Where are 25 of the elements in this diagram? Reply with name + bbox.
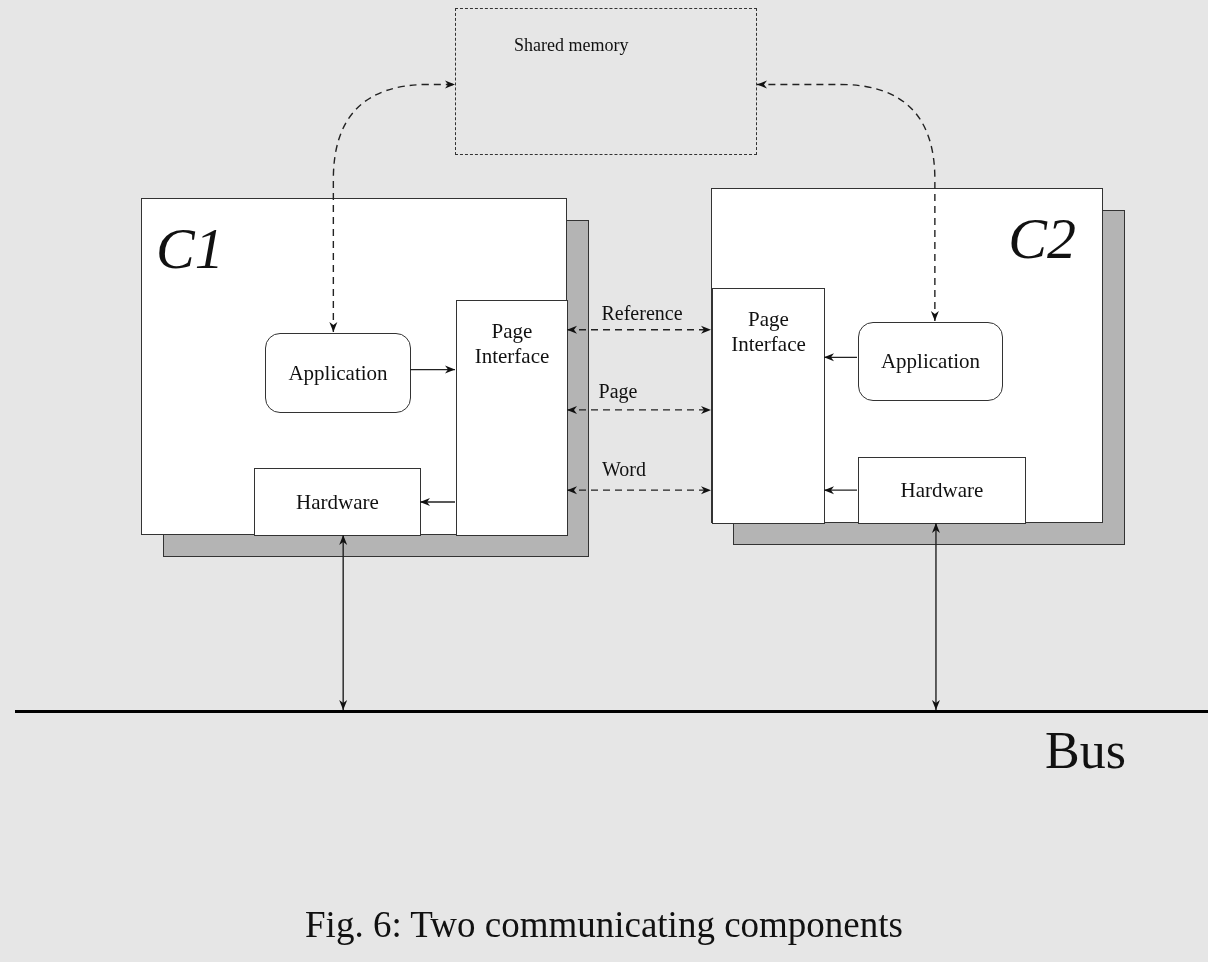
figure-caption: Fig. 6: Two communicating components	[304, 903, 904, 946]
double-arrow	[566, 405, 712, 414]
shared-memory-box	[455, 8, 757, 155]
arrow	[823, 353, 858, 362]
arrow	[409, 365, 456, 374]
component-title: C1	[156, 217, 224, 281]
interface-box: Page Interface	[456, 300, 568, 536]
double-arrow	[329, 80, 456, 333]
component-box	[141, 198, 567, 535]
hardware-box: Hardware	[254, 468, 421, 536]
process-box: Application	[265, 333, 411, 413]
arrow	[419, 497, 456, 506]
process-box: Application	[858, 322, 1003, 401]
arrow	[823, 486, 858, 495]
box-label: Shared memory	[514, 35, 629, 56]
double-arrow	[566, 486, 712, 495]
double-arrow	[566, 325, 712, 334]
interface-box: Page Interface	[712, 288, 825, 524]
double-arrow	[339, 534, 348, 711]
component-title: C2	[1008, 207, 1076, 271]
double-arrow	[931, 522, 940, 711]
bus-label: Bus	[1045, 721, 1126, 781]
component-box	[711, 188, 1103, 523]
double-arrow	[756, 80, 939, 322]
hardware-box: Hardware	[858, 457, 1026, 524]
